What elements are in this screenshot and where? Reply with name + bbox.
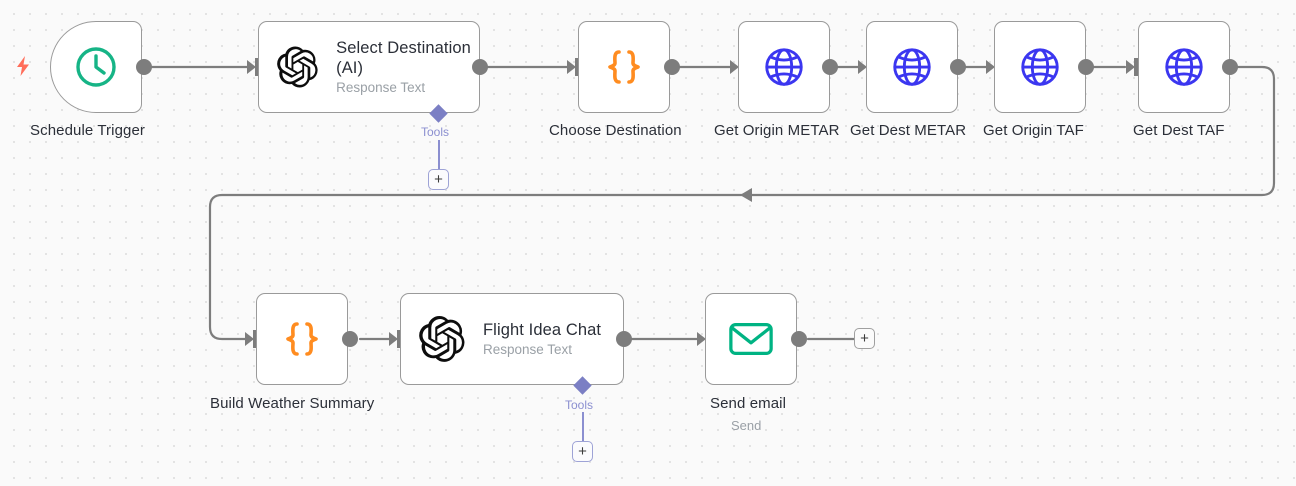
clock-icon — [76, 47, 116, 87]
edge-direction-arrow — [740, 188, 752, 202]
port-out-send-email[interactable] — [791, 331, 807, 347]
label-send-email: Send email — [710, 395, 787, 412]
lightning-bolt-icon — [17, 56, 29, 76]
code-braces-icon — [608, 50, 640, 84]
label-get-dest-metar: Get Dest METAR — [850, 122, 967, 139]
globe-icon — [1165, 48, 1203, 86]
port-out-choose-destination[interactable] — [664, 59, 680, 75]
tools-stem-select-destination — [438, 140, 440, 170]
node-title-flight-idea-chat: Flight Idea Chat — [483, 320, 602, 339]
label-schedule-trigger: Schedule Trigger — [30, 122, 146, 139]
node-get-origin-taf[interactable] — [994, 21, 1086, 113]
label-get-origin-metar: Get Origin METAR — [714, 122, 840, 139]
add-node-after-send-email-button[interactable]: + — [854, 328, 875, 349]
globe-icon — [765, 48, 803, 86]
add-tool-flight-idea-chat-button[interactable]: + — [572, 441, 593, 462]
openai-icon — [277, 46, 318, 88]
label-get-dest-taf: Get Dest TAF — [1133, 122, 1225, 139]
port-out-select-destination[interactable] — [472, 59, 488, 75]
node-title-select-destination: Select Destination (AI) — [336, 38, 471, 77]
node-get-dest-taf[interactable] — [1138, 21, 1230, 113]
code-braces-icon — [286, 322, 318, 356]
node-schedule-trigger[interactable] — [50, 21, 142, 113]
node-send-email[interactable] — [705, 293, 797, 385]
node-get-dest-metar[interactable] — [866, 21, 958, 113]
port-out-get-origin-metar[interactable] — [822, 59, 838, 75]
port-out-get-origin-taf[interactable] — [1078, 59, 1094, 75]
tools-label-select-destination: Tools — [421, 125, 450, 139]
port-out-get-dest-metar[interactable] — [950, 59, 966, 75]
globe-icon — [893, 48, 931, 86]
label-get-origin-taf: Get Origin TAF — [983, 122, 1084, 139]
node-select-destination[interactable]: Select Destination (AI) Response Text — [258, 21, 480, 113]
tools-stem-flight-idea-chat — [582, 412, 584, 442]
envelope-icon — [729, 322, 773, 356]
sublabel-send-email: Send — [731, 418, 762, 433]
label-build-weather-summary: Build Weather Summary — [210, 395, 375, 412]
openai-icon — [419, 316, 465, 362]
port-out-build-weather-summary[interactable] — [342, 331, 358, 347]
node-build-weather-summary[interactable] — [256, 293, 348, 385]
port-out-get-dest-taf[interactable] — [1222, 59, 1238, 75]
trigger-bolt-icon — [14, 55, 32, 77]
node-subtitle-select-destination: Response Text — [336, 80, 426, 96]
add-tool-select-destination-button[interactable]: + — [428, 169, 449, 190]
label-choose-destination: Choose Destination — [549, 122, 682, 139]
tools-label-flight-idea-chat: Tools — [565, 398, 594, 412]
port-out-flight-idea-chat[interactable] — [616, 331, 632, 347]
node-flight-idea-chat[interactable]: Flight Idea Chat Response Text — [400, 293, 624, 385]
port-out-schedule-trigger[interactable] — [136, 59, 152, 75]
globe-icon — [1021, 48, 1059, 86]
node-choose-destination[interactable] — [578, 21, 670, 113]
node-subtitle-flight-idea-chat: Response Text — [483, 341, 573, 357]
node-get-origin-metar[interactable] — [738, 21, 830, 113]
